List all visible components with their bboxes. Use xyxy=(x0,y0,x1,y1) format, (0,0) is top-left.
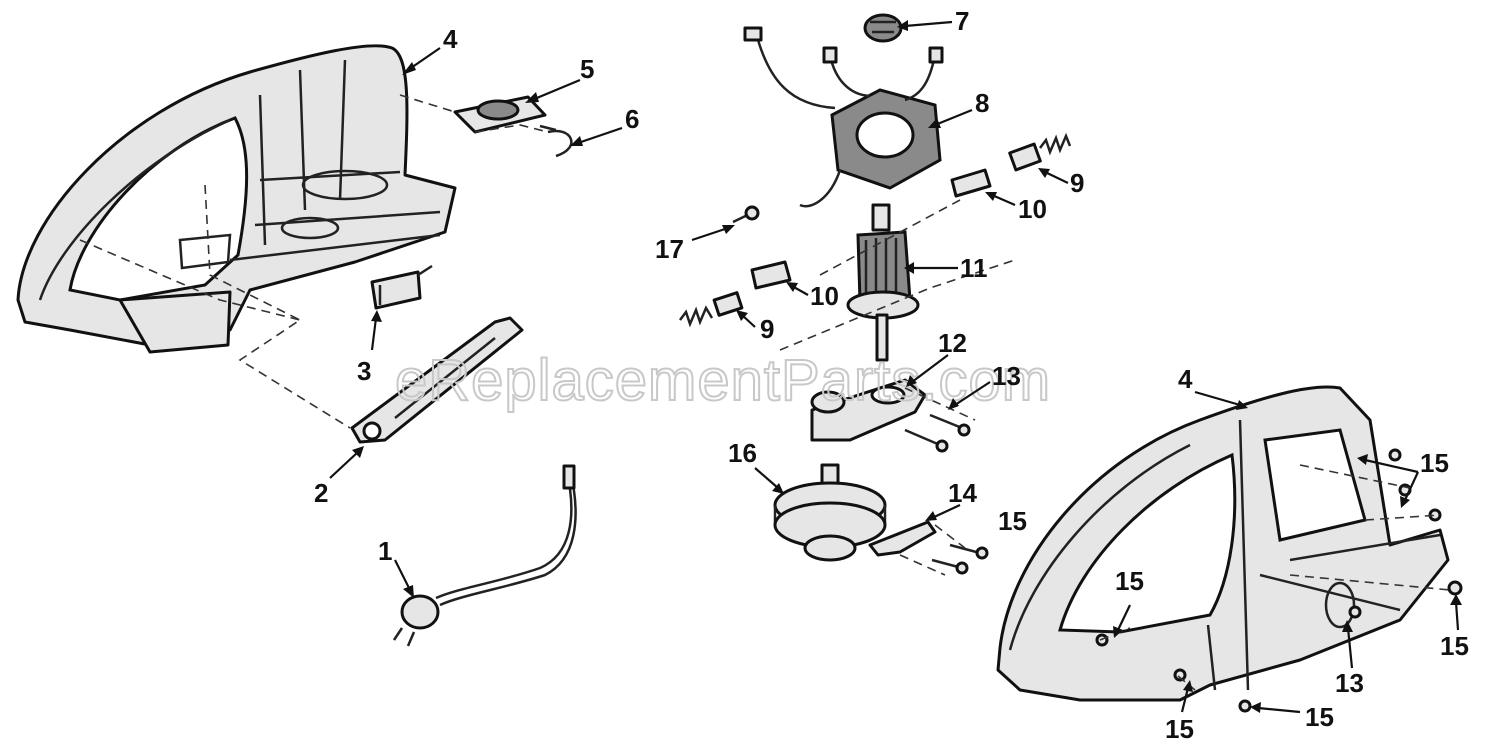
label-part-7: 7 xyxy=(955,6,969,36)
label-part-9-upper: 9 xyxy=(1070,168,1084,198)
clip-part-6 xyxy=(539,124,573,158)
left-housing xyxy=(16,44,457,354)
part-labels: 1 2 3 4 5 6 7 8 9 10 17 11 10 9 12 13 16… xyxy=(314,6,1469,744)
label-part-10-lower: 10 xyxy=(810,281,839,311)
brush-holder-part-10-upper xyxy=(950,168,992,198)
label-part-17: 17 xyxy=(655,234,684,264)
label-part-15-left-mid: 15 xyxy=(1115,566,1144,596)
gear-part-16 xyxy=(773,463,887,562)
plate-part-5 xyxy=(453,95,547,134)
brush-holder-part-10-lower xyxy=(750,260,792,290)
screw-part-17 xyxy=(732,205,760,224)
right-housing xyxy=(996,385,1450,702)
brush-spring-part-9-lower xyxy=(679,291,744,328)
switch-part-3 xyxy=(370,264,433,310)
label-part-8: 8 xyxy=(975,88,989,118)
label-part-12: 12 xyxy=(938,328,967,358)
gear-housing-part-12 xyxy=(810,378,927,442)
screws-part-15-right xyxy=(1095,448,1463,713)
label-part-4-right: 4 xyxy=(1178,364,1193,394)
screw-part-13-upper xyxy=(904,413,971,453)
label-part-6: 6 xyxy=(625,104,639,134)
label-part-2: 2 xyxy=(314,478,328,508)
brush-spring-part-9-upper xyxy=(1008,132,1072,172)
fan-part-7 xyxy=(863,13,903,43)
label-part-16: 16 xyxy=(728,438,757,468)
screws-part-15-middle xyxy=(931,543,989,575)
label-part-15-right-mid: 15 xyxy=(1440,631,1469,661)
label-part-9-lower: 9 xyxy=(760,314,774,344)
label-part-13-upper: 13 xyxy=(992,361,1021,391)
armature-part-11 xyxy=(846,203,920,362)
label-part-14: 14 xyxy=(948,478,977,508)
bracket-part-14 xyxy=(868,520,937,557)
label-part-3: 3 xyxy=(357,356,371,386)
leader-lines xyxy=(329,20,1462,714)
field-coil-part-8 xyxy=(743,26,944,208)
label-part-10-upper: 10 xyxy=(1018,194,1047,224)
cord-part-1 xyxy=(392,464,577,647)
label-part-15-bottom: 15 xyxy=(1305,702,1334,732)
watermark-text: eReplacementParts.com xyxy=(395,348,1051,413)
lever-part-2 xyxy=(350,316,524,444)
assembly-dashed-lines xyxy=(79,94,1451,691)
label-part-15-middle: 15 xyxy=(998,506,1027,536)
label-part-15-bottom-left: 15 xyxy=(1165,714,1194,744)
label-part-1: 1 xyxy=(378,536,392,566)
label-part-11: 11 xyxy=(960,253,988,283)
label-part-4-left: 4 xyxy=(443,24,458,54)
label-part-5: 5 xyxy=(580,54,594,84)
label-part-15-right-top: 15 xyxy=(1420,448,1449,478)
label-part-13-lower: 13 xyxy=(1335,668,1364,698)
